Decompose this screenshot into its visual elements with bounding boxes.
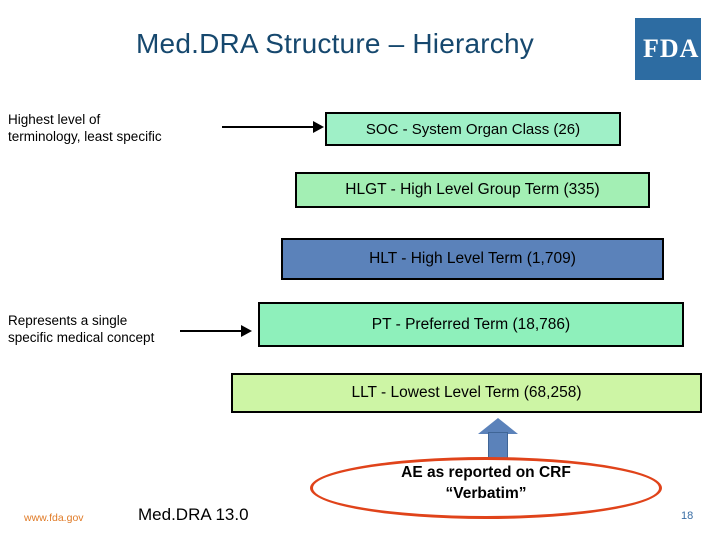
footer-page-number: 18 [681,510,694,522]
box-llt[interactable]: LLT - Lowest Level Term (68,258) [231,373,702,413]
page-title: Med.DRA Structure – Hierarchy [136,28,534,59]
callout-line-1: AE as reported on CRF [401,464,571,481]
arrow-top-line [222,126,314,128]
annotation-highest-level: Highest level of terminology, least spec… [8,112,162,144]
box-pt[interactable]: PT - Preferred Term (18,786) [258,302,684,347]
callout-text: AE as reported on CRF “Verbatim” [310,463,662,505]
arrow-top-head [313,121,324,133]
annotation-single-concept: Represents a single specific medical con… [8,313,155,345]
arrow-mid-line [180,330,242,332]
up-arrow-icon [478,418,518,460]
footer-url[interactable]: www.fda.gov [24,512,84,524]
box-divider-notch [262,296,284,306]
callout-ellipse [310,457,662,519]
fda-logo: FDA [635,18,701,80]
arrow-mid-head [241,325,252,337]
box-hlt[interactable]: HLT - High Level Term (1,709) [281,238,664,280]
box-soc[interactable]: SOC - System Organ Class (26) [325,112,621,146]
footer-version: Med.DRA 13.0 [138,505,249,524]
box-hlgt[interactable]: HLGT - High Level Group Term (335) [295,172,650,208]
callout-line-2: “Verbatim” [445,484,527,502]
